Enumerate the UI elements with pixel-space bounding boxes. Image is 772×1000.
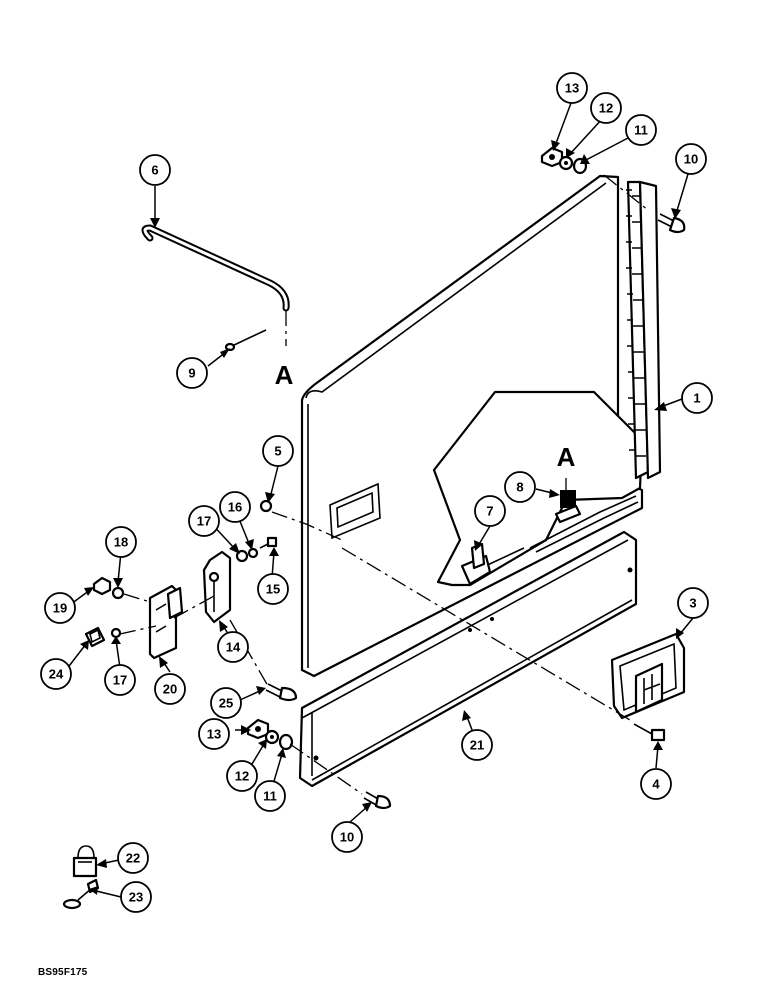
callout-25: 25 xyxy=(210,687,242,719)
callout-12-bottom: 12 xyxy=(226,760,258,792)
svg-text:24: 24 xyxy=(49,667,64,682)
callout-12-top: 12 xyxy=(590,92,622,124)
callout-9: 9 xyxy=(176,357,208,389)
svg-text:13: 13 xyxy=(207,727,221,742)
padlock xyxy=(72,845,98,878)
svg-text:23: 23 xyxy=(129,890,143,905)
svg-text:12: 12 xyxy=(235,769,249,784)
svg-text:17: 17 xyxy=(113,673,127,688)
svg-text:17: 17 xyxy=(197,514,211,529)
callout-8: 8 xyxy=(504,471,536,503)
svg-text:25: 25 xyxy=(219,696,233,711)
callout-7: 7 xyxy=(474,495,506,527)
latch-hardware xyxy=(84,576,125,648)
callout-18: 18 xyxy=(105,526,137,558)
callouts: 1 3 4 5 6 7 8 9 10 10 11 11 12 12 13 13 … xyxy=(40,72,713,913)
figure-code: BS95F175 xyxy=(38,967,88,978)
svg-text:4: 4 xyxy=(652,777,660,792)
svg-text:14: 14 xyxy=(226,640,241,655)
callout-11-top: 11 xyxy=(625,114,657,146)
keyring xyxy=(62,878,100,910)
callout-17-plate: 17 xyxy=(104,664,136,696)
svg-text:12: 12 xyxy=(599,101,613,116)
svg-text:11: 11 xyxy=(634,123,648,138)
latch-screw xyxy=(633,723,666,742)
carriage-bolt xyxy=(265,683,298,702)
cotter-pin xyxy=(224,329,267,352)
svg-text:10: 10 xyxy=(684,152,698,167)
svg-text:16: 16 xyxy=(228,500,242,515)
callout-4: 4 xyxy=(640,768,672,800)
callout-16: 16 xyxy=(219,491,251,523)
door-panel xyxy=(300,174,644,678)
callout-24: 24 xyxy=(40,658,72,690)
svg-text:15: 15 xyxy=(266,582,280,597)
callout-14: 14 xyxy=(217,631,249,663)
callout-6: 6 xyxy=(139,154,171,186)
rubber-bumper xyxy=(554,490,582,524)
alignment-lines xyxy=(119,174,649,795)
callout-23: 23 xyxy=(120,881,152,913)
svg-text:21: 21 xyxy=(470,738,484,753)
svg-text:1: 1 xyxy=(693,391,700,406)
hinge-bolt-top xyxy=(657,213,686,234)
callout-22: 22 xyxy=(117,842,149,874)
callout-10-bottom: 10 xyxy=(331,821,363,853)
callout-10-top: 10 xyxy=(675,143,707,175)
washer xyxy=(259,499,273,513)
callout-13-bottom: 13 xyxy=(198,718,230,750)
callout-17-bracket: 17 xyxy=(188,505,220,537)
callout-21: 21 xyxy=(461,729,493,761)
latch-plate xyxy=(610,632,686,720)
section-markers: A A xyxy=(275,360,576,472)
bracket-hardware xyxy=(235,536,278,563)
callout-1: 1 xyxy=(681,382,713,414)
section-mark-a-rod: A xyxy=(275,360,294,390)
svg-text:9: 9 xyxy=(188,366,195,381)
svg-text:6: 6 xyxy=(151,163,158,178)
svg-text:22: 22 xyxy=(126,851,140,866)
panel-bolt-bottom xyxy=(363,791,392,810)
svg-text:10: 10 xyxy=(340,830,354,845)
mounting-bracket xyxy=(202,550,232,624)
callout-5: 5 xyxy=(262,435,294,467)
svg-text:18: 18 xyxy=(114,535,128,550)
svg-text:3: 3 xyxy=(689,596,696,611)
svg-text:19: 19 xyxy=(53,601,67,616)
svg-text:11: 11 xyxy=(263,789,277,804)
callout-20: 20 xyxy=(154,673,186,705)
nut-washer-stack-top xyxy=(540,146,588,175)
callout-11-bottom: 11 xyxy=(254,780,286,812)
svg-text:7: 7 xyxy=(486,504,493,519)
latch-rod xyxy=(141,224,290,312)
strike-plate xyxy=(148,584,184,660)
callout-13-top: 13 xyxy=(556,72,588,104)
leader-lines xyxy=(65,102,694,898)
callout-19: 19 xyxy=(44,592,76,624)
svg-text:13: 13 xyxy=(565,81,579,96)
svg-text:8: 8 xyxy=(516,480,523,495)
callout-15: 15 xyxy=(257,573,289,605)
svg-text:5: 5 xyxy=(274,444,281,459)
callout-3: 3 xyxy=(677,587,709,619)
nut-washer-stack-bottom xyxy=(246,718,294,751)
svg-text:20: 20 xyxy=(163,682,177,697)
section-mark-a-bumper: A xyxy=(557,442,576,472)
door-hinge xyxy=(626,180,662,480)
bottom-panel xyxy=(298,530,638,788)
